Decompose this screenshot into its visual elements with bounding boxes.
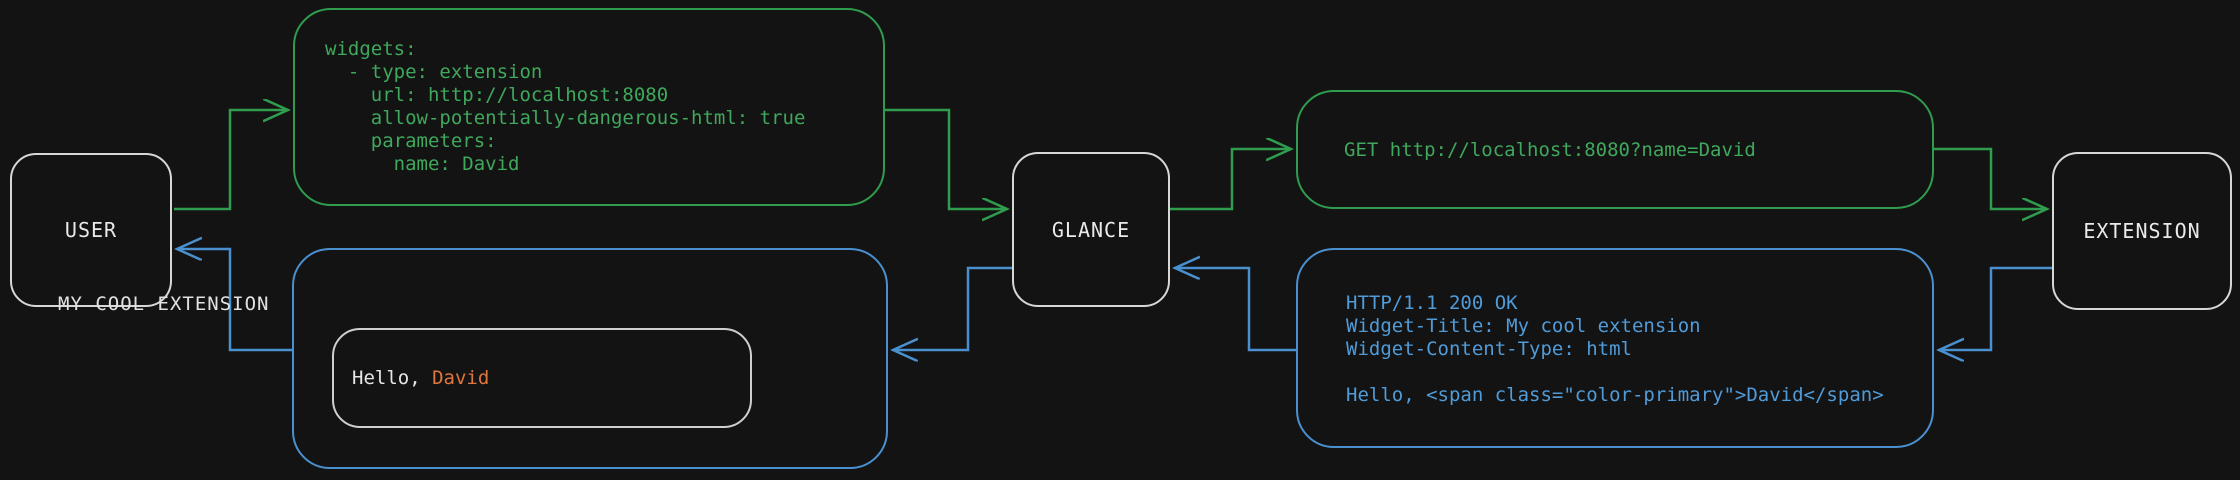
greeting-card: Hello, David	[332, 328, 752, 428]
rendered-widget-box	[292, 248, 888, 469]
config-yaml-line: allow-potentially-dangerous-html: true	[325, 107, 806, 129]
config-yaml-line: widgets:	[325, 38, 417, 60]
http-response-line: Widget-Content-Type: html	[1346, 338, 1632, 360]
arrow-user-to-config	[174, 110, 288, 211]
config-yaml-line: url: http://localhost:8080	[325, 84, 669, 106]
http-response-line	[1346, 361, 1912, 384]
config-yaml-line: name: David	[325, 153, 520, 175]
http-response-line: Hello, <span class="color-primary">David…	[1346, 384, 1884, 406]
http-request-box: GET http://localhost:8080?name=David	[1296, 90, 1934, 209]
http-request-text: GET http://localhost:8080?name=David	[1344, 138, 1756, 161]
arrow-extension-to-response	[1939, 266, 2052, 350]
arrow-request-to-extension	[1934, 147, 2047, 209]
config-yaml-line: parameters:	[325, 130, 497, 152]
node-extension-label: EXTENSION	[2083, 219, 2201, 243]
arrow-config-to-glance	[885, 108, 1007, 209]
node-glance: GLANCE	[1012, 152, 1170, 307]
arrow-glance-to-widget	[893, 266, 1012, 350]
arrow-response-to-glance	[1175, 268, 1296, 352]
config-yaml-line: - type: extension	[325, 61, 543, 83]
http-response-line: HTTP/1.1 200 OK	[1346, 292, 1518, 314]
widget-title: MY COOL EXTENSION	[58, 293, 270, 315]
config-yaml-box: widgets: - type: extension url: http://l…	[293, 8, 885, 206]
http-response-line: Widget-Title: My cool extension	[1346, 315, 1701, 337]
http-response-box: HTTP/1.1 200 OK Widget-Title: My cool ex…	[1296, 248, 1934, 448]
node-user-label: USER	[64, 218, 118, 242]
arrow-glance-to-request	[1170, 149, 1291, 211]
greeting-name: David	[432, 367, 490, 389]
node-extension: EXTENSION	[2052, 152, 2232, 310]
node-user: USER	[10, 153, 172, 307]
arrow-widget-to-user	[177, 249, 292, 352]
node-glance-label: GLANCE	[1051, 217, 1131, 242]
greeting-prefix: Hello,	[352, 367, 433, 389]
